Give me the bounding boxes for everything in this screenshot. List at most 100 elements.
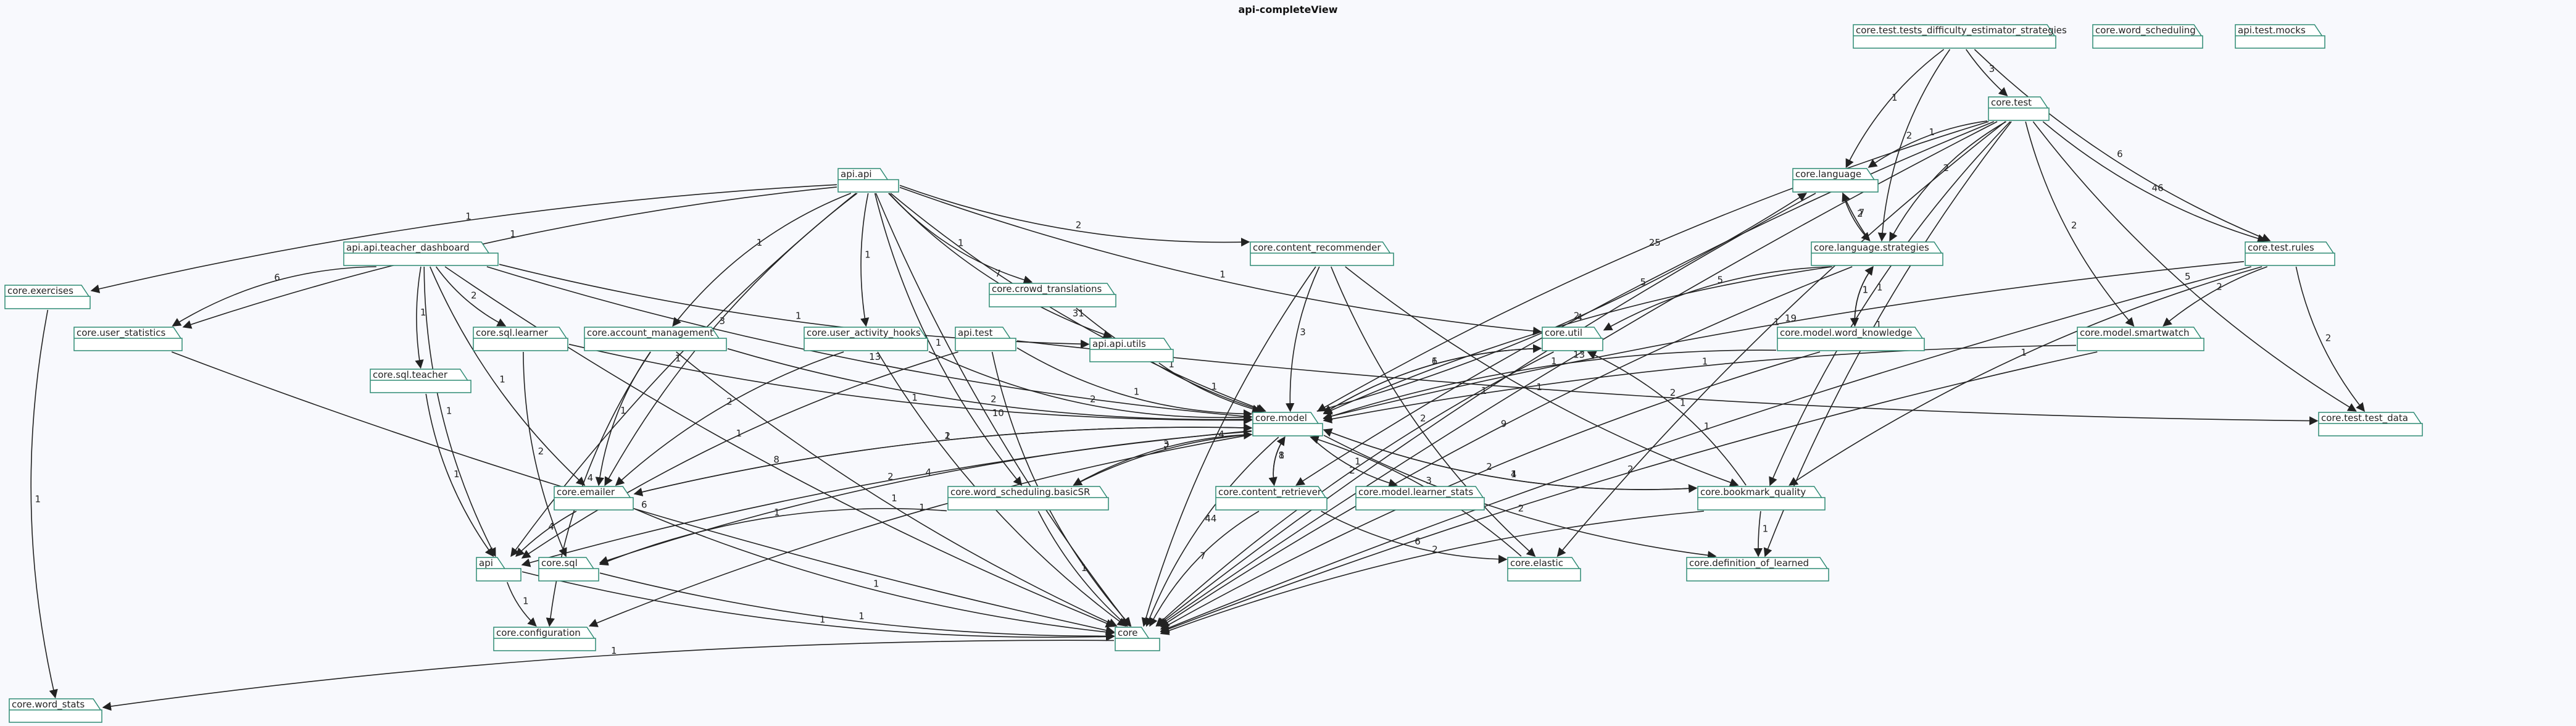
package-node[interactable]: core.definition_of_learned (1686, 557, 1829, 582)
package-label: core.test.tests_difficulty_estimator_str… (1856, 25, 2067, 36)
dependency-edge (1854, 265, 1874, 327)
edge-count-label: 1 (945, 430, 951, 441)
dependency-edge (1073, 433, 1252, 486)
edge-count-label: 1 (1511, 469, 1517, 480)
package-node[interactable]: api.api (837, 168, 899, 193)
dependency-edge (423, 266, 496, 557)
dependency-edge (1156, 193, 1816, 627)
nodes-layer: core.test.tests_difficulty_estimator_str… (4, 24, 2423, 723)
package-shape (989, 283, 1116, 307)
package-node[interactable]: core.exercises (4, 285, 91, 309)
dependency-edge (1323, 344, 1542, 414)
dependency-edge (1845, 49, 1945, 169)
package-node[interactable]: core.test.rules (2245, 241, 2335, 266)
package-node[interactable]: core.content_recommender (1250, 241, 1394, 266)
package-label: api.api.teacher_dashboard (346, 242, 470, 254)
dependency-edge (507, 582, 537, 627)
dependency-edge (1295, 121, 1995, 486)
dependency-edge (546, 351, 651, 627)
package-node[interactable]: core.sql.learner (473, 327, 568, 351)
edge-count-label: 7 (1859, 207, 1865, 219)
package-node[interactable]: api.api.teacher_dashboard (343, 241, 499, 266)
dependency-edge (515, 511, 577, 557)
package-node[interactable]: core.test.test_data (2318, 412, 2423, 436)
dependency-edge (1286, 266, 1320, 412)
edge-count-label: 1 (865, 249, 871, 260)
package-node[interactable]: core.sql (538, 557, 599, 582)
package-label: core.language (1795, 169, 1861, 180)
edge-count-label: 2 (726, 396, 733, 407)
package-node[interactable]: core.sql.teacher (370, 369, 472, 393)
edge-count-label: 1 (936, 337, 942, 348)
package-label: core.word_scheduling (2095, 25, 2196, 36)
package-label: core.elastic (1510, 557, 1563, 569)
package-shape (1252, 412, 1323, 436)
dependency-edge (1149, 511, 1260, 627)
package-shape (554, 486, 634, 511)
package-node[interactable]: core.model (1252, 412, 1323, 436)
edge-count-label: 1 (774, 507, 780, 518)
package-node[interactable]: core.user_statistics (73, 327, 183, 351)
package-node[interactable]: core.word_scheduling.basicSR (947, 486, 1109, 511)
package-node[interactable]: core.content_retriever (1215, 486, 1327, 511)
dependency-edge (1145, 436, 1279, 627)
package-node[interactable]: core.crowd_translations (989, 283, 1116, 307)
package-label: core.exercises (7, 285, 73, 296)
dependency-edge (633, 427, 1252, 496)
package-node[interactable]: core.bookmark_quality (1697, 486, 1826, 511)
edge-count-label: 1 (1081, 562, 1087, 574)
package-node[interactable]: core.language (1792, 168, 1879, 193)
package-node[interactable]: core (1115, 627, 1160, 651)
dependency-edge (615, 351, 844, 486)
edge-count-label: 1 (1432, 356, 1438, 367)
package-shape (343, 241, 499, 266)
edge-count-label: 1 (1774, 317, 1780, 328)
dependency-edge (889, 193, 1033, 285)
edge-count-label: 2 (2325, 333, 2332, 344)
dependency-edge (425, 393, 494, 557)
package-node[interactable]: core.model.learner_stats (1355, 486, 1485, 511)
package-shape (947, 486, 1109, 511)
package-node[interactable]: core.emailer (554, 486, 634, 511)
edge-count-label: 2 (1349, 465, 1355, 476)
package-node[interactable]: core.language.strategies (1811, 241, 1943, 266)
package-node[interactable]: core.word_stats (9, 698, 102, 723)
package-node[interactable]: core.word_scheduling (2092, 24, 2203, 49)
package-node[interactable]: core.model.smartwatch (2077, 327, 2204, 351)
package-shape (1089, 338, 1174, 362)
package-label: core.crowd_translations (992, 283, 1102, 295)
package-label: core.account_management (587, 327, 713, 339)
dependency-edge (1889, 121, 2006, 242)
package-node[interactable]: core.elastic (1507, 557, 1581, 582)
dependency-edge (874, 193, 1023, 486)
dependency-edge (588, 434, 1252, 627)
package-node[interactable]: core.account_management (584, 327, 727, 351)
package-node[interactable]: api.test.mocks (2235, 24, 2325, 49)
edge-count-label: 1 (1763, 523, 1769, 534)
package-label: api.api (841, 169, 872, 180)
edge-count-label: 1 (958, 237, 964, 248)
dependency-edge (1877, 49, 1951, 242)
package-node[interactable]: core.test (1988, 96, 2050, 121)
package-node[interactable]: api.test (955, 327, 1016, 351)
package-node[interactable]: api.api.utils (1089, 338, 1174, 362)
package-shape (2092, 24, 2203, 49)
dependency-edge (2163, 266, 2267, 327)
dependency-edge (1345, 266, 1739, 487)
dependency-edge (1076, 307, 1265, 414)
package-node[interactable]: core.user_activity_hooks (804, 327, 928, 351)
edge-count-label: 4 (548, 521, 554, 532)
package-label: core.model (1255, 412, 1307, 424)
package-node[interactable]: core.util (1542, 327, 1603, 351)
package-node[interactable]: core.configuration (493, 627, 596, 651)
dependency-edge (521, 351, 958, 559)
package-node[interactable]: core.model.word_knowledge (1777, 327, 1925, 351)
edge-count-label: 2 (471, 290, 477, 301)
dependency-edge (435, 266, 507, 327)
dependency-edge (1160, 351, 1821, 630)
package-node[interactable]: core.test.tests_difficulty_estimator_str… (1853, 24, 2067, 49)
package-label: core.content_recommender (1253, 242, 1381, 254)
dependency-edge (430, 266, 586, 486)
edge-count-label: 4 (1511, 469, 1517, 480)
package-node[interactable]: api (476, 557, 521, 582)
